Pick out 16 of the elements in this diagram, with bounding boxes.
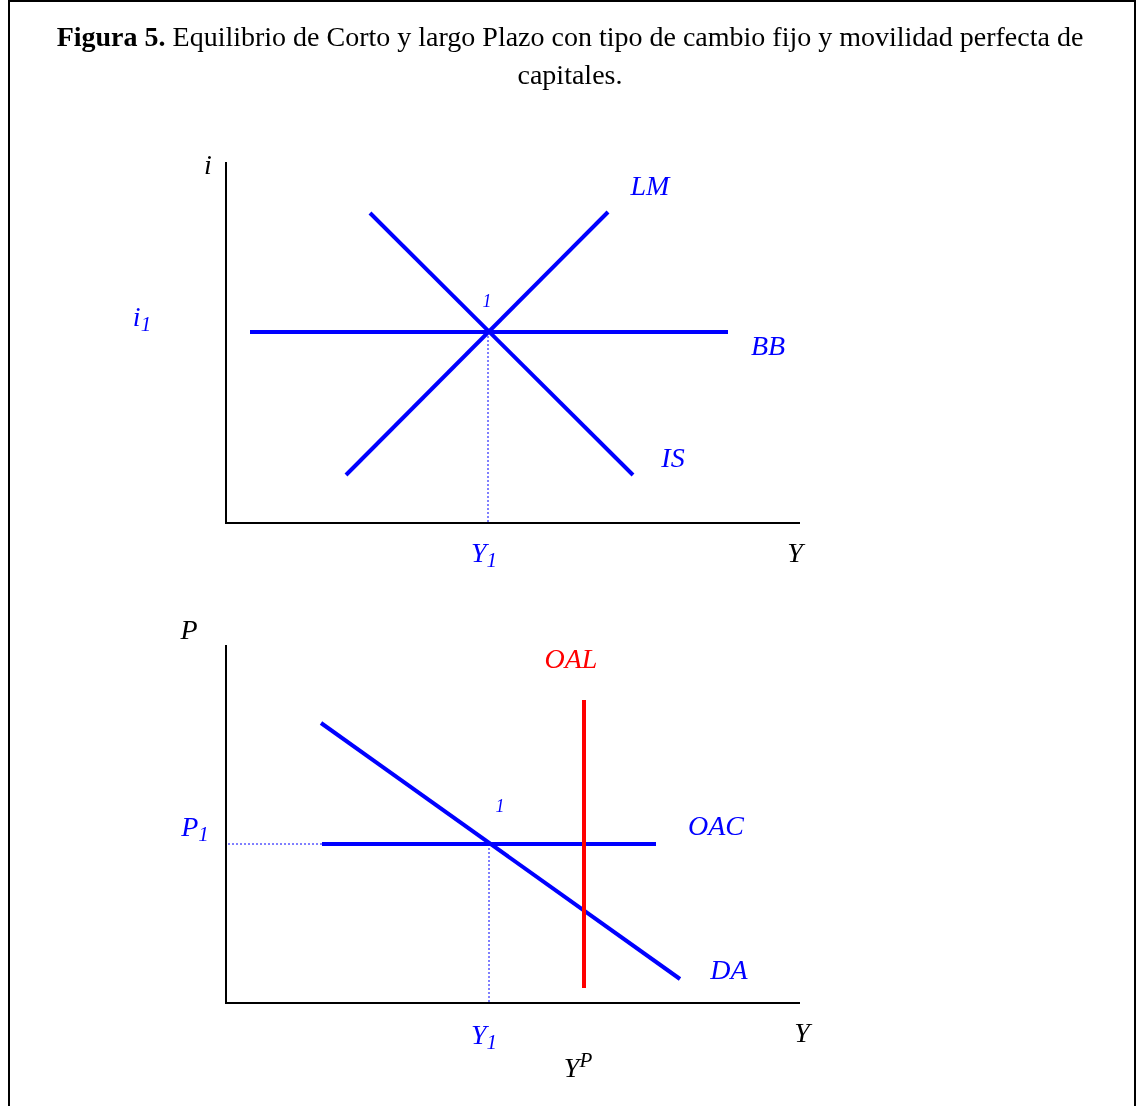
curve-label: Y$_{1}$ bbox=[470, 1021, 498, 1049]
curve-label: IS bbox=[661, 444, 685, 472]
axis-label: Y$^{P}$ bbox=[563, 1054, 593, 1082]
curve-label: OAL bbox=[544, 645, 598, 673]
curve-label: 1 bbox=[495, 797, 505, 815]
curve-label: OAC bbox=[688, 812, 744, 840]
curve-label: 1 bbox=[482, 292, 492, 310]
curve-label: LM bbox=[630, 172, 670, 200]
curve-label: P$_{1}$ bbox=[181, 813, 209, 841]
curve-label: Y$_{1}$ bbox=[470, 539, 498, 567]
axis-label: i bbox=[204, 151, 212, 179]
curve-label: DA bbox=[710, 956, 748, 984]
curve-label: i$_{1}$ bbox=[132, 303, 152, 331]
figure-title: Figura 5. Equilibrio de Corto y largo Plazo con tipo de cambio fijo y movilidad perfecta de capitales. bbox=[55, 20, 1085, 92]
axis-label: P bbox=[180, 616, 198, 644]
curve-label: BB bbox=[750, 332, 786, 360]
